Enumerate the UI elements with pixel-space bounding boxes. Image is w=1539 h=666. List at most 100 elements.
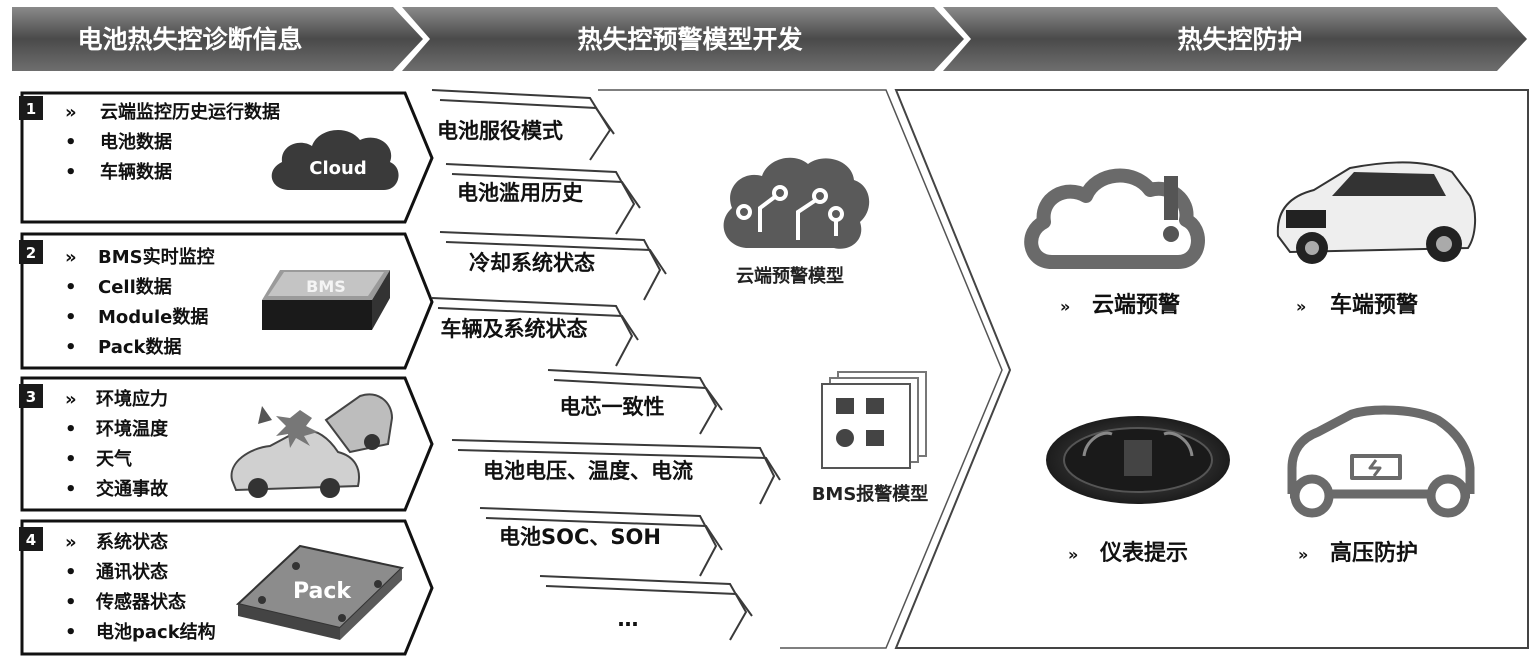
header-arrow-protection [943, 7, 1527, 71]
stream-line [485, 517, 723, 551]
source-item: 通讯状态 [96, 561, 168, 583]
stream-label: 冷却系统状态 [469, 251, 595, 275]
model-panel: 云端预警模型 BMS报警模型 [598, 89, 1003, 649]
stream-label: 电池电压、温度、电流 [483, 459, 693, 483]
stream-line [479, 507, 718, 577]
bullet-dot: • [65, 592, 77, 613]
ai-brain-icon [723, 157, 870, 249]
bms-module-icon: BMS [262, 270, 390, 330]
source-item: 环境温度 [96, 418, 169, 440]
badge-4 [19, 527, 43, 551]
source-box-1: 1 » 云端监控历史运行数据 • 电池数据 • 车辆数据 Cloud [19, 91, 434, 224]
stream-label: 电池SOC、SOH [499, 525, 661, 549]
source-box-4: 4 » 系统状态 • 通讯状态 • 传感器状态 • 电池pack结构 Pack [19, 519, 434, 656]
source-item: Pack数据 [98, 336, 182, 358]
source-item: Cell数据 [98, 276, 172, 298]
stream-line [431, 297, 634, 367]
bullet-dot: • [65, 132, 77, 153]
bullet-dot: • [65, 449, 77, 470]
stream-label: 电池服役模式 [437, 119, 563, 143]
badge-1 [19, 96, 43, 120]
data-streams [431, 89, 781, 641]
stream-line [545, 585, 753, 617]
stream-line [439, 231, 662, 301]
stream-line [457, 449, 781, 481]
bullet-dot: • [65, 162, 77, 183]
bullet-chevron: » [65, 102, 77, 123]
badge-2 [19, 240, 43, 264]
header-arrow-diagnosis [12, 7, 423, 71]
bullet-chevron: » [1060, 297, 1070, 316]
bms-icon-label: BMS [306, 277, 346, 296]
cloud-icon-label: Cloud [309, 158, 366, 179]
bullet-chevron: » [1296, 297, 1306, 316]
cloud-icon: Cloud [271, 129, 399, 190]
pack-icon-label: Pack [293, 579, 352, 604]
stream-line [451, 439, 776, 505]
source-item: 环境应力 [96, 388, 168, 410]
battery-pack-icon: Pack [235, 544, 405, 640]
stream-line [445, 241, 667, 275]
badge-3 [19, 384, 43, 408]
protection-label-vehicle: 车端预警 [1330, 292, 1418, 318]
bullet-chevron: » [1068, 545, 1078, 564]
header-bar: 电池热失控诊断信息 热失控预警模型开发 热失控防护 [12, 7, 1527, 71]
stream-line [553, 379, 723, 411]
header-title-diagnosis: 电池热失控诊断信息 [77, 25, 302, 54]
source-item: 云端监控历史运行数据 [100, 101, 280, 123]
bullet-dot: • [65, 307, 77, 328]
instrument-cluster-icon [1046, 416, 1230, 504]
source-item: 天气 [96, 448, 132, 470]
protection-panel: » 云端预警 » 车端预警 » 仪表提示 [894, 89, 1529, 649]
source-item: 电池pack结构 [96, 621, 216, 643]
bullet-chevron: » [1298, 545, 1308, 564]
electric-car-icon [1287, 405, 1475, 518]
bms-model-label: BMS报警模型 [812, 483, 929, 505]
header-arrow-model [402, 7, 964, 71]
stream-line [539, 575, 748, 641]
protection-label-high-voltage: 高压防护 [1330, 540, 1418, 566]
bullet-dot: • [65, 562, 77, 583]
badge-number: 4 [26, 531, 36, 549]
source-item: 交通事故 [96, 478, 169, 500]
bullet-chevron: » [65, 247, 77, 268]
badge-number: 1 [26, 100, 36, 118]
stream-line [451, 173, 641, 209]
cloud-model-label: 云端预警模型 [736, 265, 844, 287]
source-item: 传感器状态 [95, 591, 186, 613]
stream-label: 电池滥用历史 [457, 181, 584, 205]
source-item: 电池数据 [100, 131, 172, 153]
source-item: BMS实时监控 [98, 246, 215, 268]
source-item: 系统状态 [96, 531, 168, 553]
source-box-frame [20, 232, 434, 370]
badge-number: 3 [26, 388, 36, 406]
protection-label-dashboard: 仪表提示 [1099, 540, 1188, 566]
stream-label: 车辆及系统状态 [441, 317, 588, 341]
car-crash-icon [230, 393, 394, 498]
stream-line [437, 307, 639, 341]
source-box-3: 3 » 环境应力 • 环境温度 • 天气 • 交通事故 [19, 376, 434, 512]
source-box-2: 2 » BMS实时监控 • Cell数据 • Module数据 • Pack数据… [19, 232, 434, 370]
source-item: Module数据 [98, 306, 208, 328]
source-boxes: 1 » 云端监控历史运行数据 • 电池数据 • 车辆数据 Cloud 2 » B… [19, 91, 434, 656]
cloud-alert-icon [1024, 168, 1205, 269]
stream-labels: 电池服役模式 电池滥用历史 冷却系统状态 车辆及系统状态 电芯一致性 电池电压、… [437, 119, 693, 631]
bullet-chevron: » [65, 389, 77, 410]
header-title-protection: 热失控防护 [1177, 25, 1302, 54]
stream-line [439, 99, 615, 135]
stream-label: 电芯一致性 [560, 395, 665, 419]
bullet-dot: • [65, 277, 77, 298]
bullet-dot: • [65, 622, 77, 643]
bullet-dot: • [65, 337, 77, 358]
stream-ellipsis: … [618, 607, 639, 631]
bullet-dot: • [65, 419, 77, 440]
app-window-icon [821, 371, 927, 469]
source-item: 车辆数据 [100, 161, 172, 183]
header-title-model: 热失控预警模型开发 [577, 25, 802, 54]
bullet-chevron: » [65, 532, 77, 553]
suv-car-icon [1276, 161, 1476, 264]
badge-number: 2 [26, 244, 36, 262]
bullet-dot: • [65, 479, 77, 500]
protection-label-cloud: 云端预警 [1092, 293, 1180, 318]
